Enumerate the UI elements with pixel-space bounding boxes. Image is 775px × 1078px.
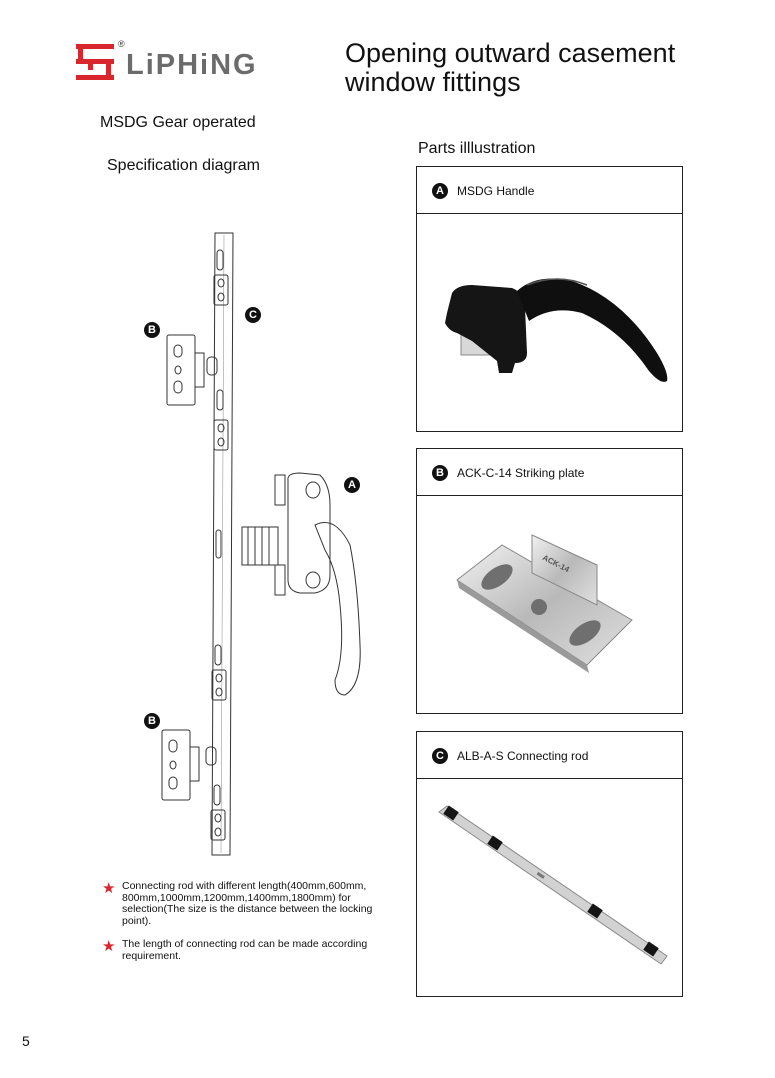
specification-diagram [161, 232, 361, 856]
page-title-line1: Opening outward casement [345, 38, 676, 68]
parts-heading: Parts illlustration [418, 140, 536, 157]
brand-name: LiPHiNG [126, 49, 258, 81]
note-item-1: ★ Connecting rod with different length(4… [102, 880, 392, 927]
page-title-line2: window fittings [345, 67, 521, 97]
note-text-2: The length of connecting rod can be made… [122, 938, 368, 962]
striking-plate-photo [456, 534, 633, 673]
red-star-icon: ★ [102, 880, 116, 897]
callout-badge-b-top: B [144, 322, 160, 338]
part-panel-striking-plate: B ACK-C-14 Striking plate ACK-14 [416, 448, 683, 714]
spec-heading: Specification diagram [107, 157, 260, 174]
connecting-rod-drawing [205, 232, 234, 856]
red-star-icon: ★ [102, 938, 116, 955]
page-number: 5 [22, 1033, 30, 1049]
callout-badge-a: A [344, 477, 360, 493]
page-title: Opening outward casement window fittings [345, 39, 745, 97]
part-panel-header: B ACK-C-14 Striking plate [417, 449, 682, 496]
registered-mark: ® [118, 39, 125, 49]
callout-badge-c: C [245, 307, 261, 323]
handle-photo [445, 278, 668, 382]
note-item-2: ★ The length of connecting rod can be ma… [102, 938, 392, 962]
callout-badge-b-bottom: B [144, 713, 160, 729]
striking-plate-top-drawing [166, 334, 205, 406]
striking-plate-bottom-drawing [161, 729, 200, 801]
part-label-connecting-rod: ALB-A-S Connecting rod [457, 749, 589, 763]
note-text-1: Connecting rod with different length(400… [122, 880, 373, 927]
part-label-handle: MSDG Handle [457, 184, 535, 198]
part-badge-a: A [432, 183, 448, 199]
part-label-striking-plate: ACK-C-14 Striking plate [457, 466, 585, 480]
part-panel-header: C ALB-A-S Connecting rod [417, 732, 682, 779]
handle-drawing [241, 472, 361, 696]
part-badge-c: C [432, 748, 448, 764]
part-panel-header: A MSDG Handle [417, 167, 682, 214]
liphing-logo-icon [76, 44, 114, 80]
part-badge-b: B [432, 465, 448, 481]
connecting-rod-photo [438, 805, 668, 965]
brand-logo: ® LiPHiNG [74, 39, 274, 86]
part-panel-handle: A MSDG Handle [416, 166, 683, 432]
part-panel-connecting-rod: C ALB-A-S Connecting rod [416, 731, 683, 997]
product-name: MSDG Gear operated [100, 114, 256, 131]
